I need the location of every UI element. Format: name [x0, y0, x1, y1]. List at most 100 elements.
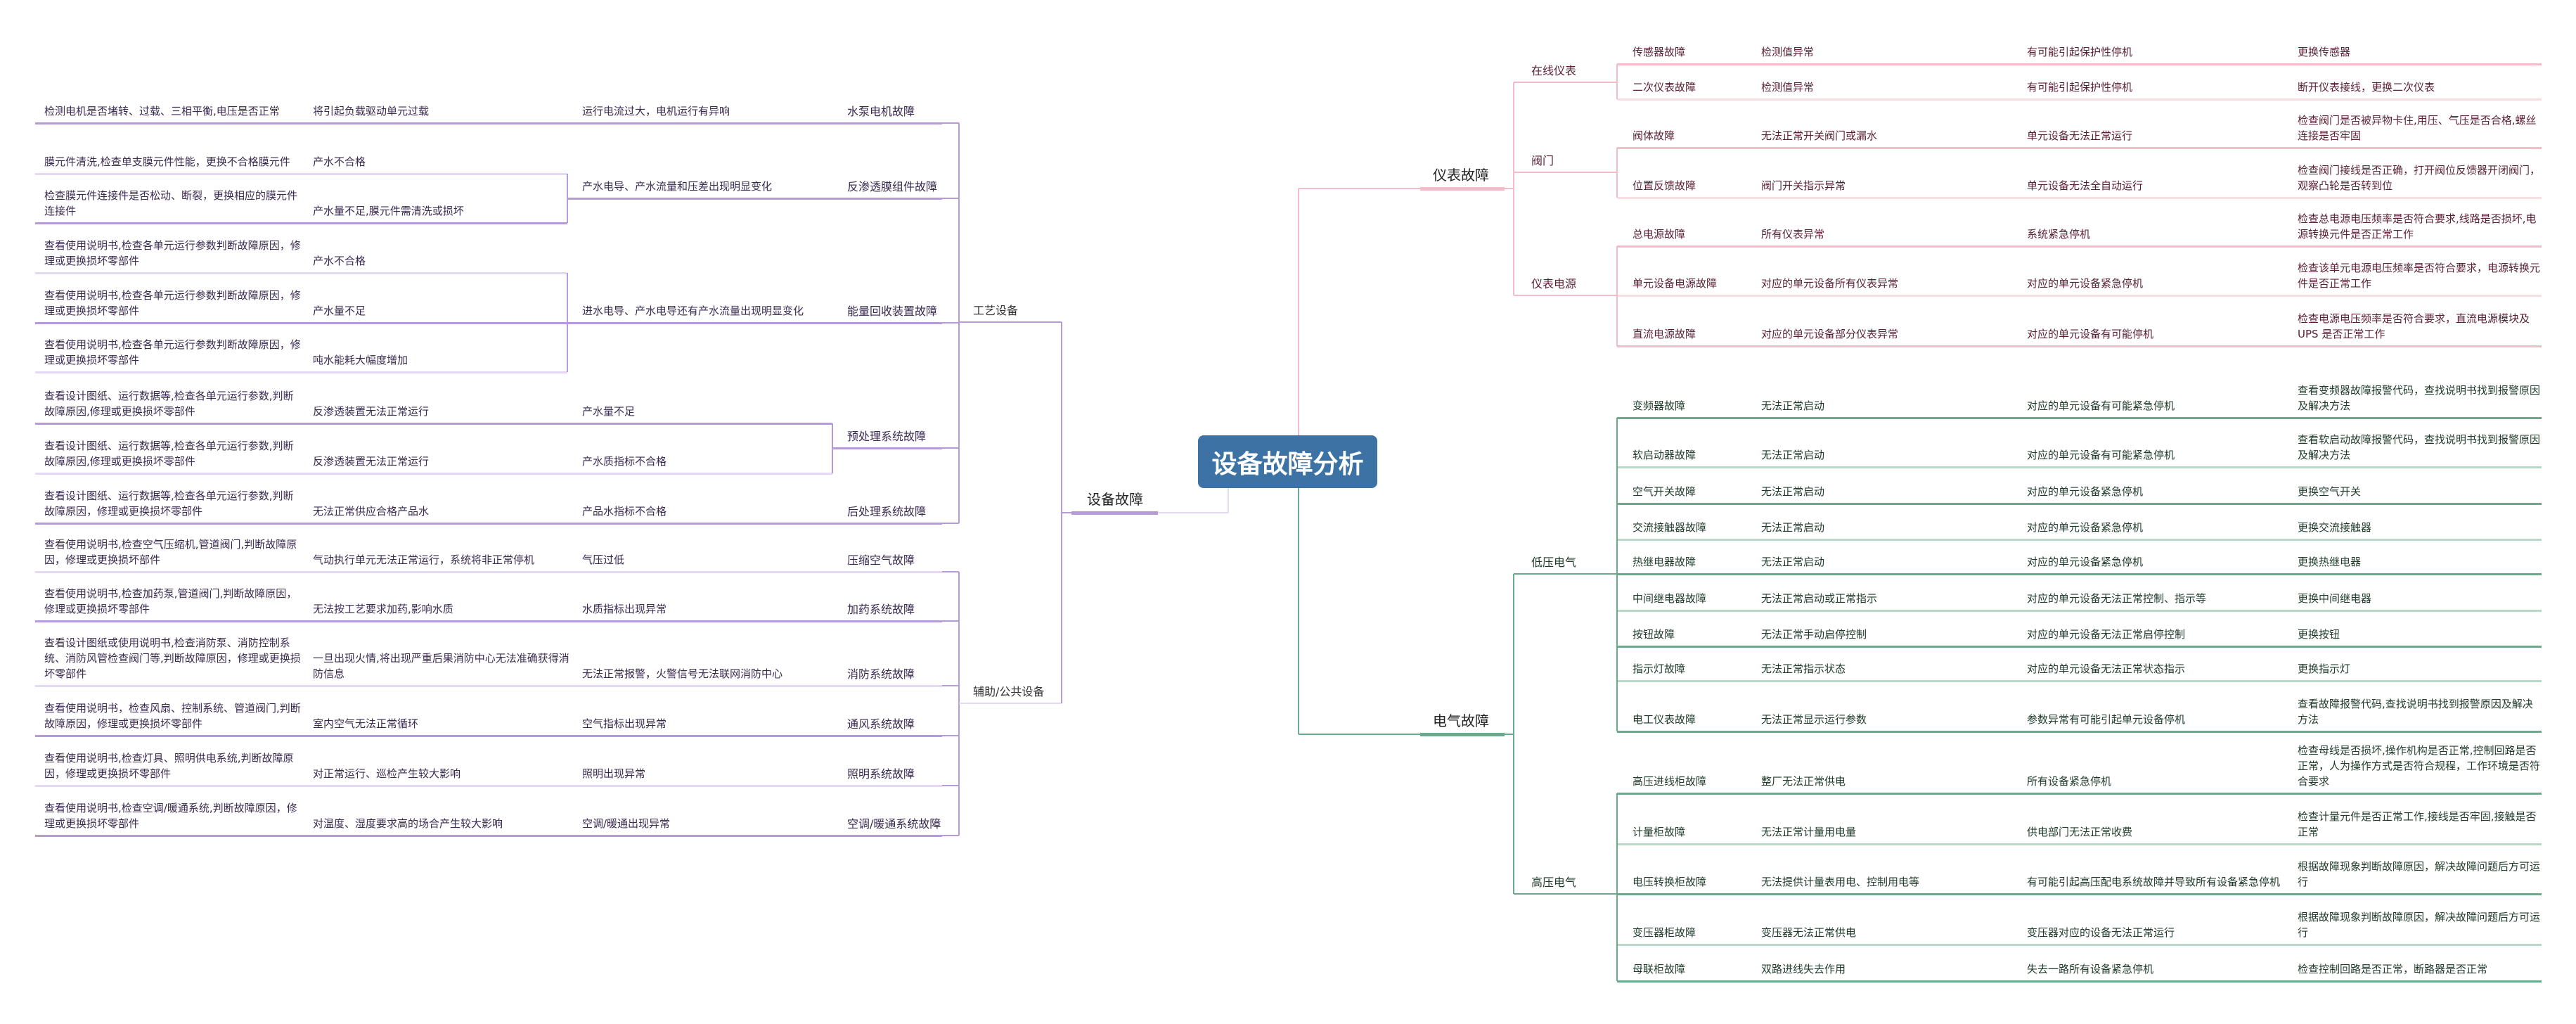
effect-text: 吨水能耗大幅度增加: [313, 354, 408, 366]
solution-text: 检查总电源电压频率是否符合要求,线路是否损坏,电源转换元件是否正常工作: [2298, 212, 2537, 241]
effect-text: 对温度、湿度要求高的场合产生较大影响: [313, 817, 503, 830]
symptom-text: 无法正常计量用电量: [1761, 826, 1857, 838]
solution-text: 查看使用说明书,检查加药泵,管道阀门,判断故障原因，修理或更换损坏零部件: [44, 587, 297, 615]
connector-line: [1514, 172, 1617, 173]
symptom-text: 双路进线失去作用: [1761, 963, 1846, 975]
connector-line: [1617, 646, 2542, 648]
connector-line: [942, 571, 959, 572]
category-auxiliary-equipment[interactable]: 辅助/公共设备: [973, 685, 1045, 698]
fault-name[interactable]: 压缩空气故障: [847, 553, 915, 567]
symptom-text: 无法正常启动: [1761, 399, 1825, 412]
group-label[interactable]: 仪表电源: [1531, 277, 1577, 290]
branch-instrument-fault[interactable]: 仪表故障: [1433, 167, 1489, 184]
connector-line: [1617, 610, 2542, 612]
connector-line: [1505, 734, 1514, 735]
fault-name: 阀体故障: [1632, 129, 1675, 142]
effect-text: 产水不合格: [313, 155, 366, 168]
connector-line: [1420, 733, 1505, 736]
effect-text: 产水不合格: [313, 255, 366, 267]
effect-text: 对正常运行、巡检产生较大影响: [313, 767, 461, 780]
effect-text: 对应的单元设备紧急停机: [2027, 485, 2144, 498]
connector-line: [35, 272, 567, 274]
connector-line: [35, 571, 942, 573]
fault-name[interactable]: 空调/暖通系统故障: [847, 817, 941, 831]
effect-text: 变压器对应的设备无法正常运行: [2027, 926, 2175, 939]
connector-line: [942, 447, 959, 449]
fault-name: 二次仪表故障: [1632, 81, 1696, 94]
branch-electrical-fault[interactable]: 电气故障: [1433, 712, 1489, 729]
symptom-text: 空气指标出现异常: [582, 717, 667, 730]
group-label[interactable]: 阀门: [1531, 154, 1554, 167]
branch-equipment-fault[interactable]: 设备故障: [1087, 491, 1143, 508]
effect-text: 对应的单元设备无法正常启停控制: [2027, 628, 2186, 641]
fault-name[interactable]: 通风系统故障: [847, 717, 915, 731]
solution-text: 查看设计图纸、运行数据等,检查各单元运行参数,判断故障原因,修理或更换损坏零部件: [44, 440, 294, 468]
connector-line: [35, 371, 567, 373]
fault-name: 按钮故障: [1632, 628, 1675, 641]
fault-name[interactable]: 能量回收装置故障: [847, 305, 938, 318]
symptom-text: 对应的单元设备所有仪表异常: [1761, 277, 1899, 290]
connector-line: [1617, 345, 2542, 347]
fault-name: 软启动器故障: [1632, 449, 1696, 461]
fault-name: 热继电器故障: [1632, 556, 1696, 568]
connector-line: [942, 523, 959, 524]
solution-text: 查看变频器故障报警代码，查找说明书找到报警原因及解决方法: [2298, 384, 2541, 412]
symptom-text: 无法正常开关阀门或漏水: [1761, 129, 1878, 142]
effect-text: 反渗透装置无法正常运行: [313, 405, 430, 418]
root-node[interactable]: 设备故障分析: [1198, 435, 1377, 488]
fault-name[interactable]: 水泵电机故障: [847, 105, 915, 118]
connector-line: [1617, 793, 2542, 795]
solution-text: 检查控制回路是否正常，断路器是否正常: [2298, 963, 2488, 975]
connector-line: [1299, 734, 1420, 735]
effect-text: 有可能引起保护性停机: [2027, 46, 2133, 58]
symptom-text: 所有仪表异常: [1761, 228, 1825, 241]
solution-text: 检查母线是否损坏,操作机构是否正常,控制回路是否正常，人为操作方式是否符合规程，…: [2298, 744, 2541, 788]
connector-line: [35, 322, 567, 324]
fault-name: 指示灯故障: [1632, 663, 1686, 675]
group-label[interactable]: 高压电气: [1531, 876, 1577, 889]
fault-name[interactable]: 反渗透膜组件故障: [847, 180, 938, 193]
fault-name: 变压器柜故障: [1632, 926, 1696, 939]
symptom-text: 无法正常启动: [1761, 521, 1825, 534]
group-label[interactable]: 在线仪表: [1531, 64, 1577, 77]
solution-text: 更换按钮: [2298, 628, 2340, 641]
connector-line: [1617, 197, 2542, 199]
connector-line: [832, 447, 942, 449]
solution-text: 检查该单元电源电压频率是否符合要求，电源转换元件是否正常工作: [2298, 262, 2541, 290]
symptom-text: 无法正常启动: [1761, 449, 1825, 461]
connector-line: [942, 785, 959, 786]
symptom-text: 无法正常启动: [1761, 556, 1825, 568]
solution-text: 更换热继电器: [2298, 556, 2362, 568]
connector-line: [1616, 148, 1618, 198]
connector-line: [35, 173, 567, 175]
connector-line: [1299, 188, 1420, 189]
solution-text: 查看使用说明书,检查各单元运行参数判断故障原因，修理或更换损坏零部件: [44, 289, 301, 317]
connector-line: [1617, 417, 2542, 419]
fault-name: 交流接触器故障: [1632, 521, 1707, 534]
fault-name: 单元设备电源故障: [1632, 277, 1718, 290]
effect-text: 所有设备紧急停机: [2027, 775, 2112, 788]
group-label[interactable]: 低压电气: [1531, 556, 1577, 569]
effect-text: 对应的单元设备有可能停机: [2027, 328, 2154, 340]
effect-text: 反渗透装置无法正常运行: [313, 455, 430, 468]
fault-name: 电工仪表故障: [1632, 713, 1696, 726]
fault-name[interactable]: 加药系统故障: [847, 603, 915, 616]
fault-name[interactable]: 预处理系统故障: [847, 430, 927, 443]
connector-line: [1513, 82, 1514, 295]
effect-text: 单元设备无法全自动运行: [2027, 179, 2144, 192]
symptom-text: 无法正常报警，火警信号无法联网消防中心: [582, 667, 783, 680]
effect-text: 对应的单元设备紧急停机: [2027, 521, 2144, 534]
solution-text: 检查计量元件是否正常工作,接线是否牢固,接触是否正常: [2298, 810, 2537, 838]
solution-text: 更换交流接触器: [2298, 521, 2372, 534]
fault-name[interactable]: 后处理系统故障: [847, 505, 927, 518]
effect-text: 产水量不足: [313, 305, 366, 317]
fault-name[interactable]: 照明系统故障: [847, 767, 915, 781]
symptom-text: 无法正常手动启停控制: [1761, 628, 1867, 641]
solution-text: 检查阀门接线是否正确，打开阀位反馈器开闭阀门，观察凸轮是否转到位: [2298, 164, 2541, 192]
connector-line: [942, 620, 959, 622]
solution-text: 更换传感器: [2298, 46, 2351, 58]
solution-text: 更换中间继电器: [2298, 592, 2372, 605]
connector-line: [1617, 944, 2542, 946]
category-process-equipment[interactable]: 工艺设备: [973, 304, 1019, 317]
fault-name[interactable]: 消防系统故障: [847, 667, 915, 681]
